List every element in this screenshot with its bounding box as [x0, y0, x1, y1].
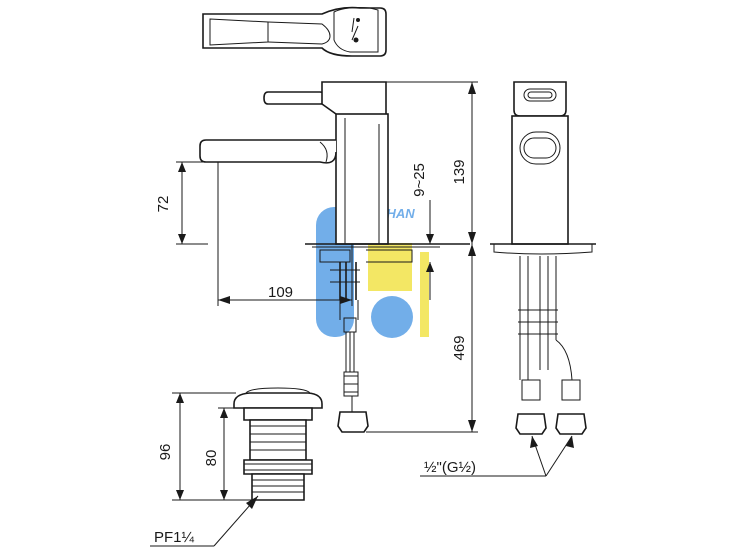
- side-view: [490, 81, 596, 435]
- label-spout-reach: 109: [268, 284, 293, 301]
- label-hose-length: 469: [451, 335, 468, 360]
- label-waste-thread: PF1¼: [154, 529, 195, 546]
- watermark-yellow-block: [368, 243, 412, 291]
- dimension-lines: [150, 81, 574, 547]
- label-deck-thickness: 9~25: [411, 163, 428, 197]
- top-view-dot-2: [356, 18, 360, 22]
- waste-view: [233, 387, 323, 501]
- label-body-height: 139: [451, 159, 468, 184]
- dimension-labels: 72 109 9~25 139 469 96 80 PF1¼ ½"(G½): [154, 159, 476, 546]
- label-spout-height: 72: [155, 196, 172, 213]
- top-view-dot: [353, 37, 359, 43]
- watermark-blue-circle: [371, 296, 413, 338]
- label-supply-thread: ½"(G½): [424, 459, 476, 476]
- top-view: [202, 6, 387, 57]
- front-view: [199, 81, 470, 433]
- label-waste-total: 96: [157, 444, 174, 461]
- watermark-yellow-bar: [420, 252, 429, 337]
- label-waste-body: 80: [203, 450, 220, 467]
